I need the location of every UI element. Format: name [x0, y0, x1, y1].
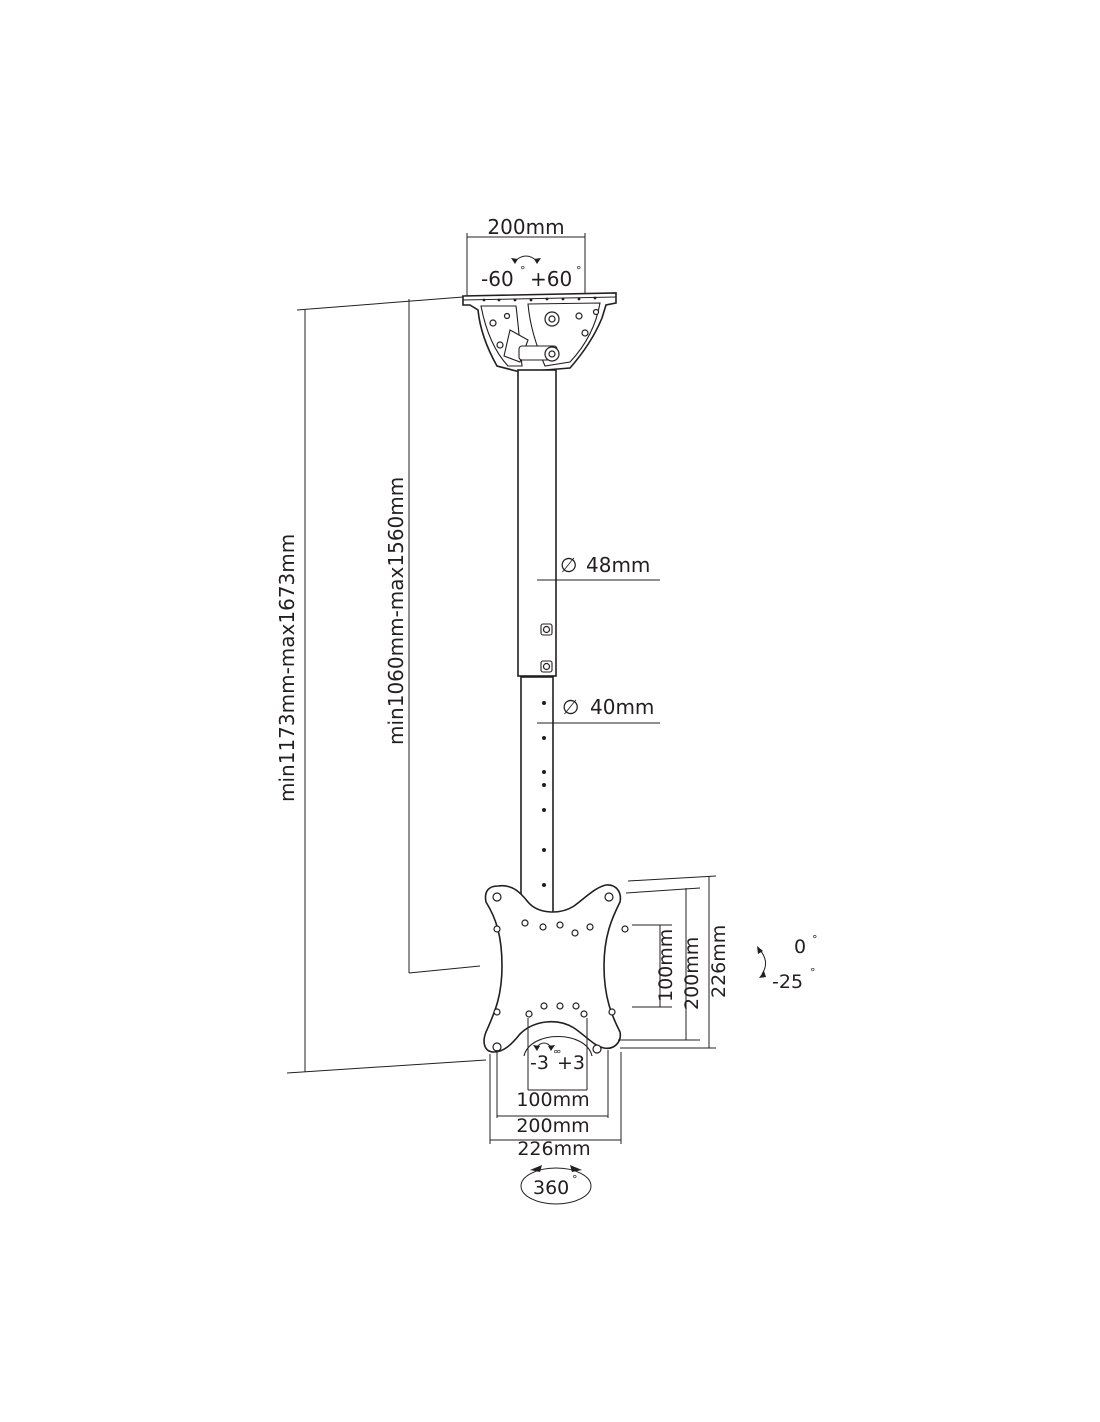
- rotation-left-degree: °: [553, 1048, 559, 1061]
- plate-width-200-dimension: 200mm: [496, 1050, 609, 1137]
- plate-height-200-label: 200mm: [681, 937, 703, 1010]
- plate-height-100-label: 100mm: [655, 929, 677, 1002]
- total-height-label: min1173mm-max1673mm: [275, 534, 299, 802]
- plate-width-100-label: 100mm: [516, 1089, 589, 1111]
- pole-height-label: min1060mm-max1560mm: [384, 477, 408, 745]
- rotation-right-label: +3: [557, 1052, 585, 1074]
- rotation-right-degree: °: [556, 1048, 562, 1061]
- total-height-dimension: min1173mm-max1673mm: [275, 296, 487, 1074]
- top-tilt-left-degree: °: [520, 264, 526, 277]
- diameter-upper-callout: ∅ 48mm: [537, 553, 660, 581]
- plate-width-200-label: 200mm: [516, 1115, 589, 1137]
- plate-width-100-dimension: 100mm: [516, 1018, 590, 1111]
- plate-width-226-dimension: 226mm: [489, 1052, 622, 1160]
- diameter-lower-callout: ∅ 40mm: [537, 695, 660, 724]
- top-tilt-right-label: +60: [530, 267, 572, 291]
- tilt-arc-arrow-icon: [759, 949, 766, 975]
- top-tilt-left-label: -60: [481, 267, 514, 291]
- ceiling-bracket: [462, 292, 617, 373]
- plate-height-226-label: 226mm: [708, 925, 730, 998]
- top-width-dimension: 200mm: [466, 215, 586, 296]
- lower-tube: [520, 676, 554, 918]
- pole-height-dimension: min1060mm-max1560mm: [384, 299, 481, 974]
- tilt-bottom-degree: °: [810, 966, 816, 979]
- top-tilt-right-degree: °: [576, 264, 582, 277]
- swivel-indicator: 360 °: [520, 1165, 592, 1205]
- rotation-left-label: -3: [530, 1052, 549, 1074]
- top-tilt-indicator: -60 ° +60 °: [481, 255, 582, 291]
- diameter-lower-label: 40mm: [590, 695, 654, 719]
- plate-height-100-dimension: 100mm: [632, 924, 677, 1008]
- plate-height-226-dimension: 226mm: [620, 875, 730, 1049]
- tilt-indicator: 0 ° -25 °: [757, 933, 818, 993]
- tilt-bottom-label: -25: [772, 971, 803, 993]
- tilt-top-label: 0: [794, 936, 806, 958]
- diameter-icon: ∅: [560, 553, 577, 577]
- diameter-icon: ∅: [562, 695, 579, 719]
- swivel-degree: °: [572, 1173, 578, 1186]
- upper-tube: [517, 369, 557, 677]
- diameter-upper-label: 48mm: [586, 553, 650, 577]
- top-width-label: 200mm: [487, 215, 564, 239]
- plate-width-226-label: 226mm: [517, 1138, 590, 1160]
- swivel-ellipse-icon: [520, 1167, 592, 1205]
- tilt-top-degree: °: [812, 933, 818, 946]
- rotation-indicator: -3 ° +3 °: [530, 1042, 585, 1074]
- vesa-plate: [483, 884, 629, 1057]
- swivel-label: 360: [533, 1177, 569, 1199]
- plate-height-200-dimension: 200mm: [618, 887, 703, 1041]
